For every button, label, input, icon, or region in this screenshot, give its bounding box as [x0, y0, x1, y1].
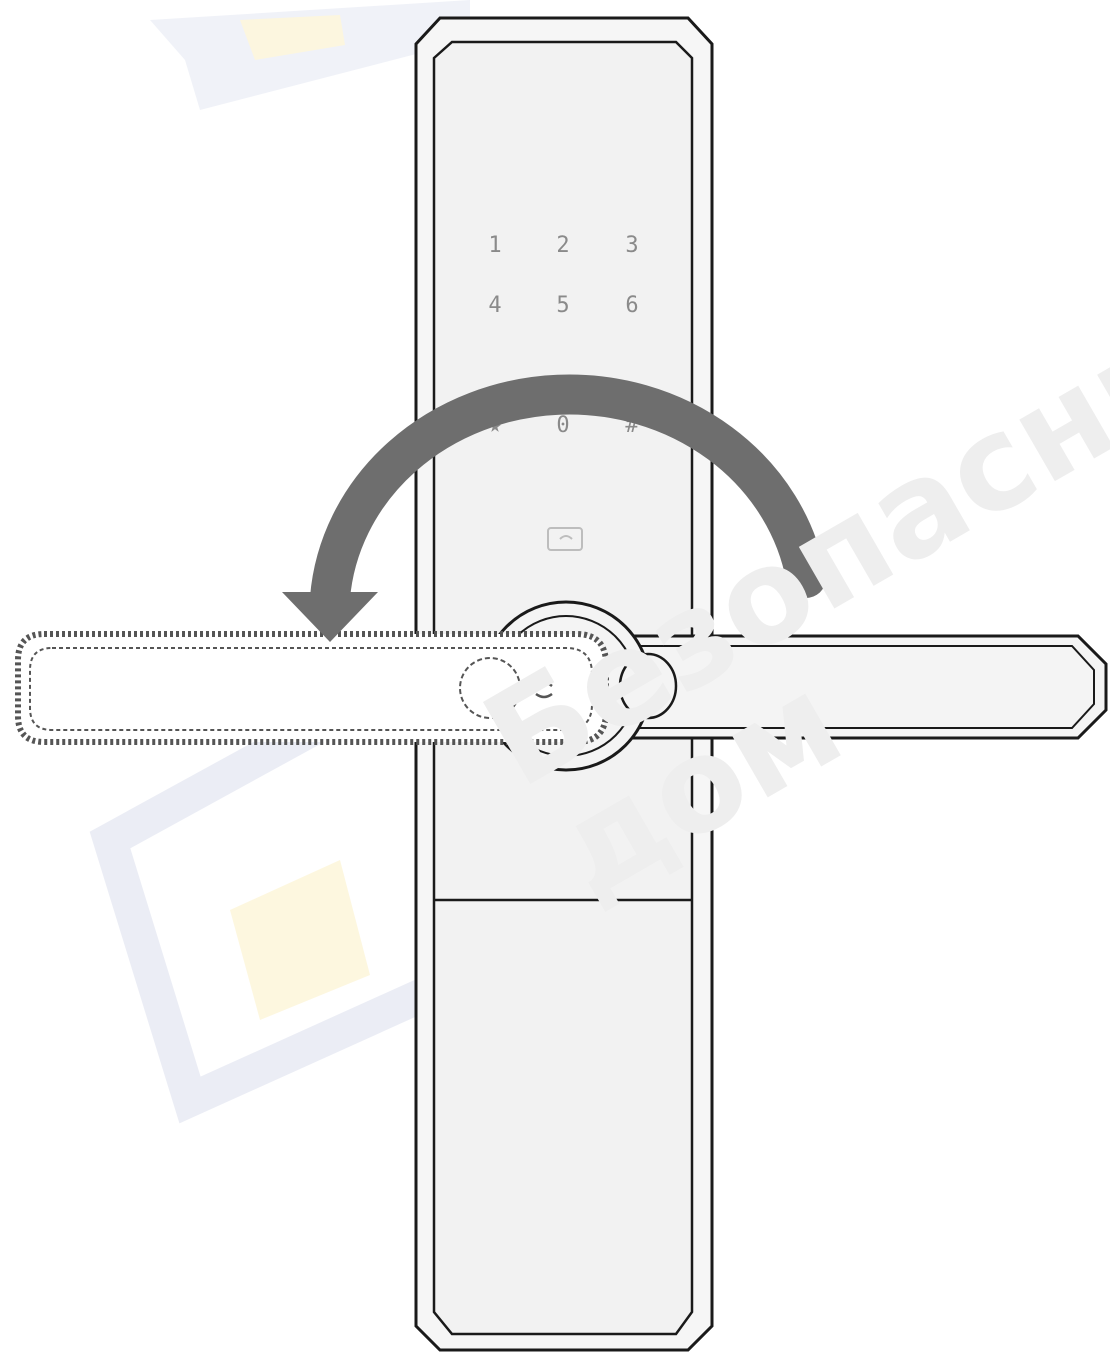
key-6[interactable]: 6: [625, 293, 638, 318]
key-1[interactable]: 1: [488, 233, 501, 258]
key-5[interactable]: 5: [556, 293, 569, 318]
card-reader-icon: [547, 527, 583, 551]
handle-ghost-position: [15, 631, 609, 745]
keyhole-icon: [618, 652, 678, 720]
key-2[interactable]: 2: [556, 233, 569, 258]
key-3[interactable]: 3: [625, 233, 638, 258]
key-4[interactable]: 4: [488, 293, 501, 318]
curved-arrow-counterclockwise-icon: [282, 374, 826, 642]
key-0[interactable]: 0: [556, 413, 569, 438]
